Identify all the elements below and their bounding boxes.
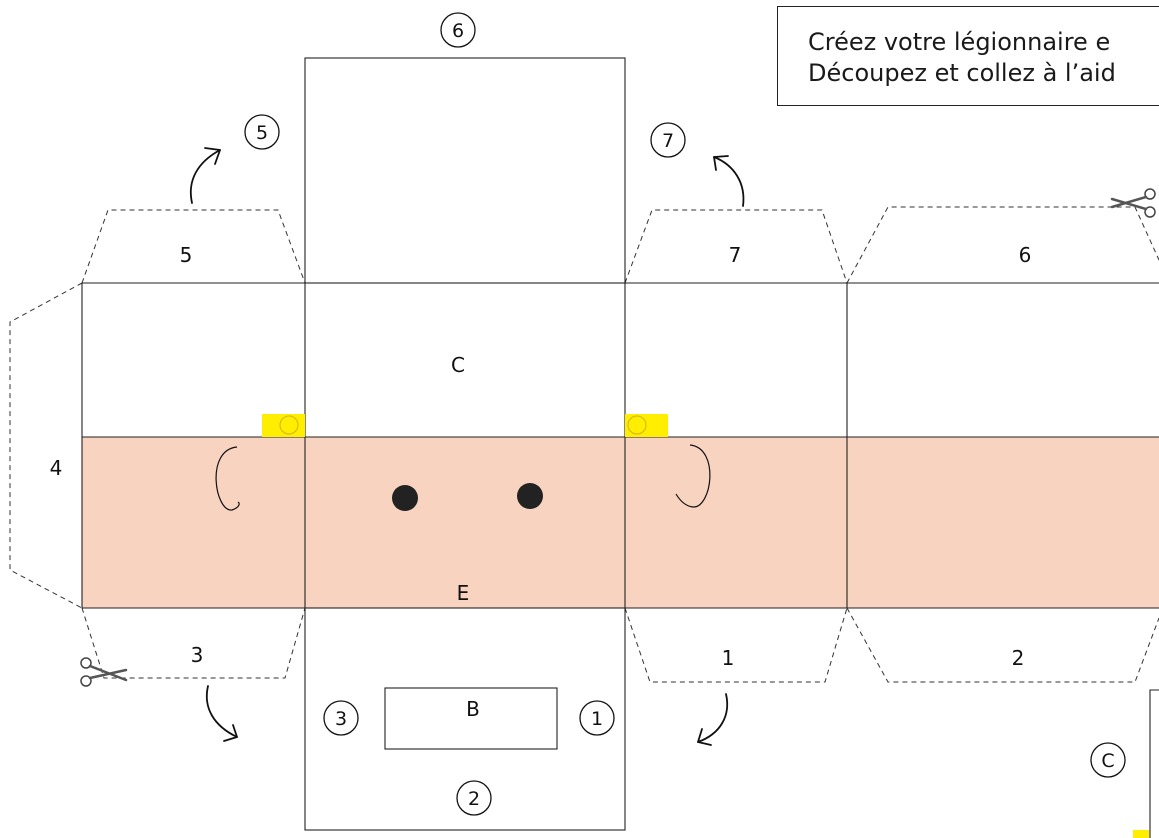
panel-bottom <box>304 607 626 831</box>
flap-label-3: 3 <box>191 643 204 667</box>
step-marker-label: 3 <box>335 708 347 730</box>
side-label-4: 4 <box>50 456 63 480</box>
instructions-box: Créez votre légionnaire e Découpez et co… <box>777 6 1159 106</box>
step-marker-label: 6 <box>452 20 464 42</box>
step-marker-label: 2 <box>468 788 480 810</box>
flap-4-outline <box>9 282 83 609</box>
glue-tab <box>262 414 1149 838</box>
step-marker-2: 2 <box>456 780 492 816</box>
step-marker-label: 7 <box>662 130 674 152</box>
curved-arrow-icon <box>697 693 728 746</box>
curved-arrow-icon <box>713 155 745 207</box>
flap-1-outline <box>624 607 848 683</box>
step-marker-c: C <box>1090 742 1126 778</box>
instructions-line-2: Découpez et collez à l’aid <box>808 59 1116 87</box>
right-eye-dot <box>517 483 543 509</box>
panel-label-e: E <box>457 581 470 605</box>
left-ear-outline <box>215 446 240 511</box>
flap-label-7: 7 <box>729 243 742 267</box>
right-ear-outline <box>675 444 711 508</box>
flap-label-6: 6 <box>1019 243 1032 267</box>
flap-2-outline <box>846 607 1159 683</box>
flap-label-5: 5 <box>180 243 193 267</box>
face-band <box>81 436 1159 609</box>
cut-lines <box>9 206 1159 683</box>
flap-6-outline <box>846 206 1159 284</box>
instructions-line-1: Créez votre légionnaire e <box>808 28 1111 56</box>
curved-arrow-icon <box>190 147 221 204</box>
scissors-icon <box>80 657 128 687</box>
panel-6 <box>304 57 626 284</box>
step-marker-3: 3 <box>323 700 359 736</box>
step-marker-label: C <box>1101 750 1114 772</box>
flap-5-outline <box>81 209 306 284</box>
flap-label-2: 2 <box>1012 646 1025 670</box>
panel-b-box <box>384 687 558 750</box>
step-marker-7: 7 <box>650 122 686 158</box>
curved-arrow-icon <box>206 685 238 742</box>
panel-label-c: C <box>451 353 465 377</box>
left-eye-dot <box>392 485 418 511</box>
step-marker-1: 1 <box>579 700 615 736</box>
panel-label-b: B <box>466 697 480 721</box>
step-marker-label: 5 <box>256 122 268 144</box>
step-marker-5: 5 <box>244 114 280 150</box>
step-marker-6: 6 <box>440 12 476 48</box>
scissors-icon <box>1110 188 1156 218</box>
step-marker-label: 1 <box>591 708 603 730</box>
flap-3-outline <box>81 607 306 679</box>
flap-7-outline <box>624 209 848 284</box>
flap-label-1: 1 <box>722 646 735 670</box>
fold-lines <box>81 57 1159 838</box>
